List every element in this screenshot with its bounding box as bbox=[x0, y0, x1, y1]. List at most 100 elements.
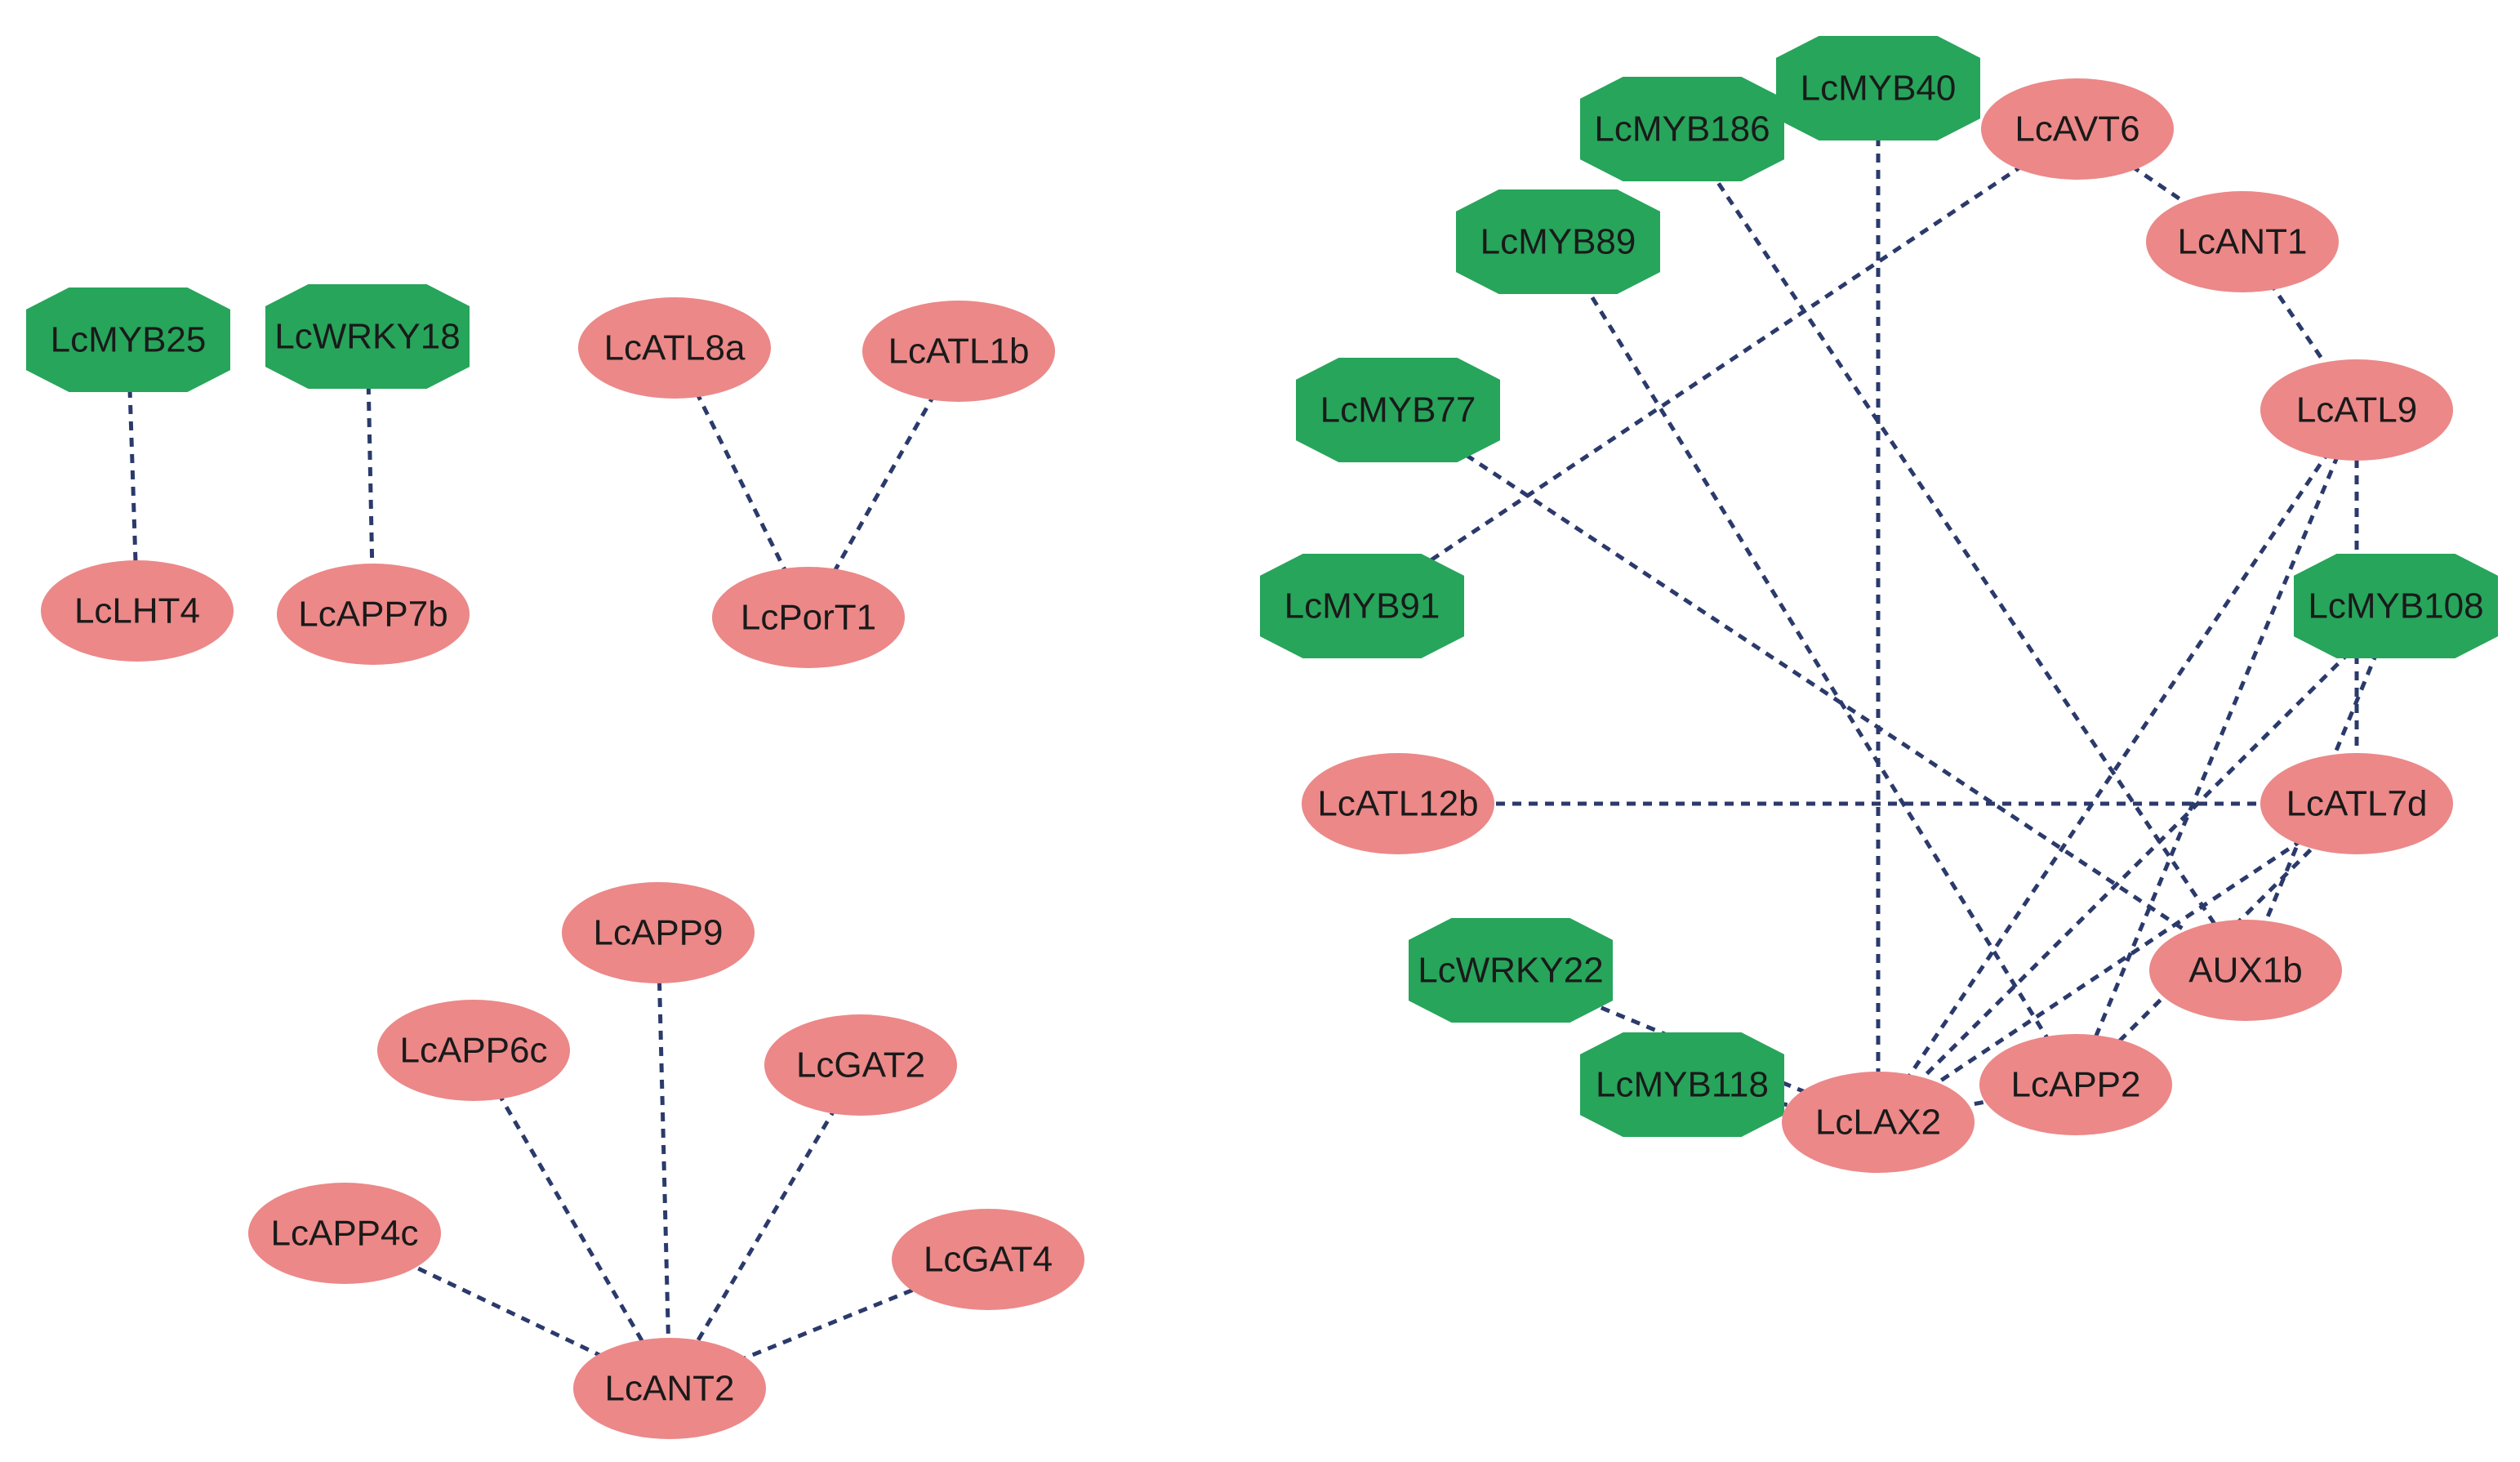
node-label: LcGAT4 bbox=[924, 1240, 1053, 1280]
node-lcatl12b: LcATL12b bbox=[1302, 753, 1494, 854]
node-label: LcANT2 bbox=[605, 1369, 735, 1409]
gene-ellipse-shape bbox=[573, 1338, 766, 1439]
node-lcapp4c: LcAPP4c bbox=[248, 1183, 441, 1284]
node-lcapp9: LcAPP9 bbox=[562, 882, 755, 983]
gene-ellipse-shape bbox=[248, 1183, 441, 1284]
node-lcatl7d: LcATL7d bbox=[2260, 753, 2453, 854]
tf-octagon-shape bbox=[265, 284, 470, 389]
node-lcapp7b: LcAPP7b bbox=[277, 564, 470, 665]
edge-lcatl9-lcapp2 bbox=[2073, 409, 2359, 1085]
gene-ellipse-shape bbox=[578, 297, 771, 399]
edge-lcmyb77-aux1b bbox=[1396, 408, 2247, 973]
node-aux1b: AUX1b bbox=[2149, 920, 2342, 1021]
gene-ellipse-shape bbox=[862, 301, 1055, 402]
gene-ellipse-shape bbox=[2260, 359, 2453, 461]
gene-ellipse-shape bbox=[1782, 1072, 1975, 1173]
node-label: LcAVT6 bbox=[2015, 109, 2139, 149]
edges-layer bbox=[126, 88, 2398, 1391]
node-label: LcATL8a bbox=[604, 328, 746, 368]
node-lcmyb77: LcMYB77 bbox=[1296, 358, 1500, 462]
edge-lcatl7d-lclax2 bbox=[1877, 801, 2358, 1125]
node-label: LcMYB89 bbox=[1480, 222, 1636, 262]
node-lcapp6c: LcAPP6c bbox=[377, 1000, 570, 1101]
gene-ellipse-shape bbox=[2260, 753, 2453, 854]
node-label: LcWRKY18 bbox=[274, 317, 460, 357]
edge-lcmyb108-lclax2 bbox=[1877, 604, 2398, 1124]
edge-lcatl9-lclax2 bbox=[1876, 408, 2359, 1124]
node-lcwrky18: LcWRKY18 bbox=[265, 284, 470, 389]
node-label: LcATL12b bbox=[1317, 784, 1478, 824]
gene-ellipse-shape bbox=[1979, 1034, 2172, 1135]
node-label: LcAPP6c bbox=[400, 1031, 548, 1071]
node-lcmyb25: LcMYB25 bbox=[26, 287, 230, 392]
node-lcgat2: LcGAT2 bbox=[764, 1014, 957, 1116]
node-label: LcATL9 bbox=[2296, 390, 2417, 430]
gene-ellipse-shape bbox=[377, 1000, 570, 1101]
node-label: LcGAT2 bbox=[796, 1045, 925, 1085]
node-label: LcATL7d bbox=[2286, 784, 2428, 824]
node-label: LcMYB25 bbox=[51, 320, 207, 360]
node-label: LcATL1b bbox=[888, 332, 1030, 372]
tf-octagon-shape bbox=[26, 287, 230, 392]
node-lcport1: LcPorT1 bbox=[712, 567, 905, 668]
node-lcmyb108: LcMYB108 bbox=[2294, 554, 2498, 658]
node-label: LcANT1 bbox=[2178, 222, 2308, 262]
tf-octagon-shape bbox=[1776, 36, 1980, 140]
gene-ellipse-shape bbox=[2149, 920, 2342, 1021]
node-lcavt6: LcAVT6 bbox=[1981, 78, 2174, 180]
edge-lcavt6-lcmyb91 bbox=[1360, 127, 2079, 608]
gene-ellipse-shape bbox=[41, 560, 234, 662]
node-label: LcLHT4 bbox=[74, 591, 200, 631]
node-label: LcLAX2 bbox=[1815, 1103, 1941, 1143]
edge-lcapp6c-lcant2 bbox=[471, 1049, 672, 1390]
node-lcatl8a: LcATL8a bbox=[578, 297, 771, 399]
tf-octagon-shape bbox=[1260, 554, 1464, 658]
node-lcatl1b: LcATL1b bbox=[862, 301, 1055, 402]
node-lcatl9: LcATL9 bbox=[2260, 359, 2453, 461]
node-label: LcMYB186 bbox=[1594, 109, 1770, 149]
node-label: LcMYB91 bbox=[1284, 586, 1440, 626]
node-label: LcAPP7b bbox=[298, 595, 447, 635]
node-lcgat4: LcGAT4 bbox=[892, 1209, 1084, 1310]
gene-ellipse-shape bbox=[1981, 78, 2174, 180]
node-label: LcAPP4c bbox=[271, 1214, 419, 1254]
node-label: LcAPP9 bbox=[594, 913, 723, 953]
tf-octagon-shape bbox=[1580, 1032, 1784, 1137]
node-lcant2: LcANT2 bbox=[573, 1338, 766, 1439]
gene-ellipse-shape bbox=[712, 567, 905, 668]
tf-octagon-shape bbox=[2294, 554, 2498, 658]
node-lcmyb89: LcMYB89 bbox=[1456, 189, 1660, 294]
node-label: LcWRKY22 bbox=[1418, 951, 1603, 991]
node-lcmyb118: LcMYB118 bbox=[1580, 1032, 1784, 1137]
edge-lcmyb186-aux1b bbox=[1680, 127, 2248, 972]
edge-lcmyb89-lcapp2 bbox=[1556, 240, 2078, 1086]
tf-octagon-shape bbox=[1296, 358, 1500, 462]
node-lcapp2: LcAPP2 bbox=[1979, 1034, 2172, 1135]
tf-octagon-shape bbox=[1409, 918, 1613, 1023]
gene-ellipse-shape bbox=[892, 1209, 1084, 1310]
edge-lcgat2-lcant2 bbox=[667, 1063, 863, 1390]
node-label: LcPorT1 bbox=[741, 598, 876, 638]
gene-ellipse-shape bbox=[277, 564, 470, 665]
node-label: LcMYB40 bbox=[1801, 69, 1957, 109]
gene-ellipse-shape bbox=[2146, 191, 2339, 292]
node-lclax2: LcLAX2 bbox=[1782, 1072, 1975, 1173]
tf-octagon-shape bbox=[1580, 77, 1784, 181]
edge-lcapp9-lcant2 bbox=[656, 932, 672, 1389]
tf-octagon-shape bbox=[1456, 189, 1660, 294]
node-label: LcMYB108 bbox=[2308, 586, 2483, 626]
node-lcmyb91: LcMYB91 bbox=[1260, 554, 1464, 658]
node-lclht4: LcLHT4 bbox=[41, 560, 234, 662]
gene-ellipse-shape bbox=[1302, 753, 1494, 854]
gene-ellipse-shape bbox=[562, 882, 755, 983]
node-label: AUX1b bbox=[2188, 951, 2302, 991]
node-label: LcAPP2 bbox=[2011, 1065, 2141, 1105]
node-label: LcMYB77 bbox=[1320, 390, 1476, 430]
edge-lcmyb25-lclht4 bbox=[126, 339, 140, 612]
gene-ellipse-shape bbox=[764, 1014, 957, 1116]
node-lcwrky22: LcWRKY22 bbox=[1409, 918, 1613, 1023]
node-label: LcMYB118 bbox=[1596, 1065, 1769, 1105]
node-lcmyb186: LcMYB186 bbox=[1580, 77, 1784, 181]
node-lcmyb40: LcMYB40 bbox=[1776, 36, 1980, 140]
